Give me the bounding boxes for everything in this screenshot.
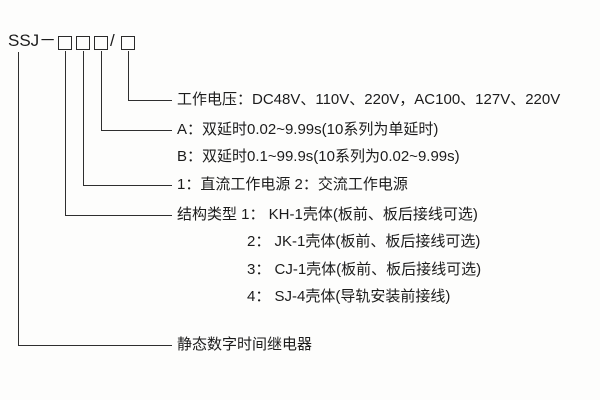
annotation-product-name: 静态数字时间继电器 bbox=[177, 336, 313, 353]
model-code-separator: / bbox=[110, 31, 115, 50]
connector-hline-power bbox=[83, 185, 172, 186]
annotation-structure-type-3: 3： CJ-1壳体(板前、板后接线可选) bbox=[247, 261, 482, 278]
model-digit-box-structure bbox=[58, 36, 72, 50]
annotation-working-voltage: 工作电压：DC48V、110V、220V，AC100、127V、220V bbox=[177, 91, 561, 108]
connector-hline-structure bbox=[65, 215, 172, 216]
connector-vline-voltage bbox=[128, 51, 129, 100]
annotation-delay-option-b: B：双延时0.1~99.9s(10系列为0.02~9.99s) bbox=[177, 148, 460, 165]
model-digit-box-delay bbox=[94, 36, 108, 50]
annotation-structure-type-1: 结构类型 1： KH-1壳体(板前、板后接线可选) bbox=[177, 206, 478, 223]
connector-vline-structure bbox=[65, 51, 66, 215]
model-digit-box-voltage bbox=[121, 36, 135, 50]
connector-vline-product-name bbox=[18, 52, 19, 345]
connector-vline-delay bbox=[101, 51, 102, 130]
connector-hline-product-name bbox=[18, 345, 172, 346]
connector-vline-power bbox=[83, 51, 84, 185]
connector-hline-delay bbox=[101, 130, 172, 131]
model-code-prefix: SSJ－ bbox=[8, 31, 57, 50]
connector-hline-voltage bbox=[128, 100, 172, 101]
annotation-structure-type-2: 2： JK-1壳体(板前、板后接线可选) bbox=[247, 233, 481, 250]
annotation-structure-type-4: 4： SJ-4壳体(导轨安装前接线) bbox=[247, 288, 451, 305]
annotation-delay-option-a: A：双延时0.02~9.99s(10系列为单延时) bbox=[177, 121, 439, 138]
annotation-power-supply: 1：直流工作电源 2：交流工作电源 bbox=[177, 176, 408, 193]
model-digit-box-power bbox=[76, 36, 90, 50]
